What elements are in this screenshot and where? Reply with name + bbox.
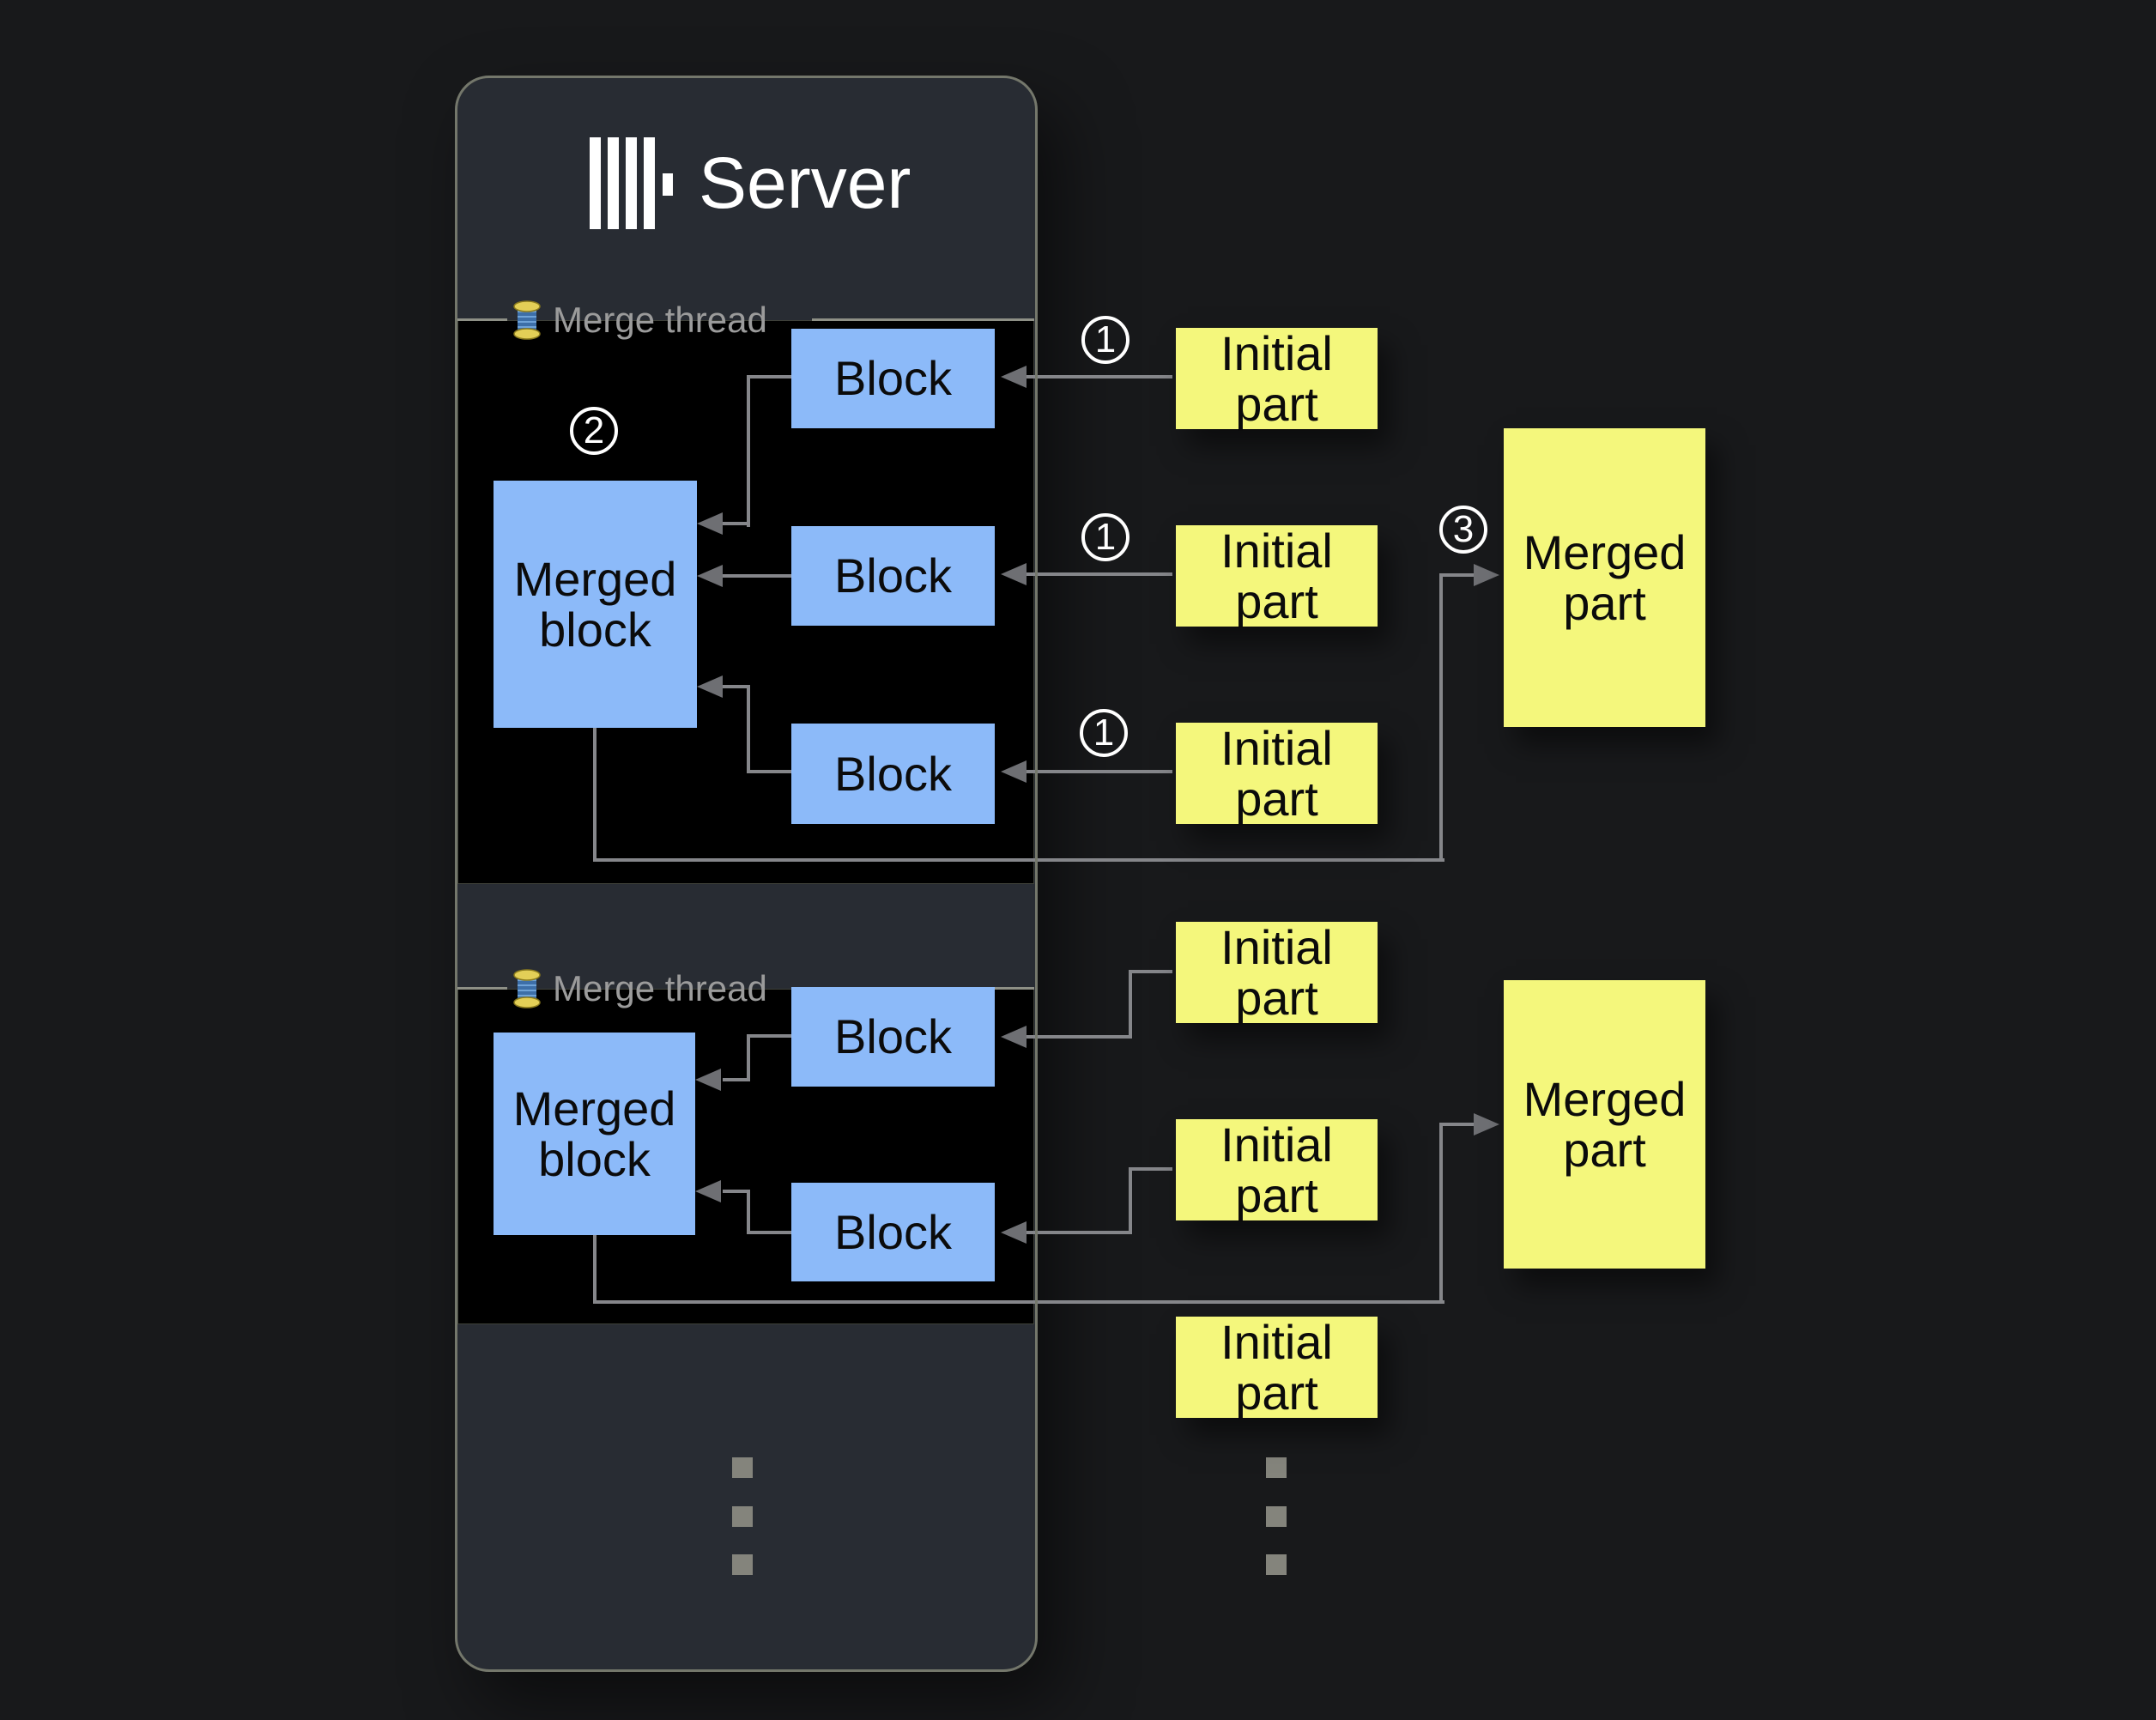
thread-spool-icon xyxy=(513,969,541,1008)
connector-mergedblock1-out xyxy=(593,858,1444,862)
ellipsis-dot xyxy=(732,1554,753,1575)
arrowhead-left-icon xyxy=(1001,1221,1027,1244)
ellipsis-dot xyxy=(1266,1506,1287,1527)
connector-initialpart2a xyxy=(1027,1035,1132,1039)
connector-initialpart2a xyxy=(1130,970,1172,973)
connector-initialpart2b xyxy=(1130,1167,1172,1171)
merged-part-2: Merged part xyxy=(1504,980,1705,1269)
block-1b: Block xyxy=(791,526,995,626)
merge-thread-label-text: Merge thread xyxy=(553,968,767,1008)
connector-mergedblock2-out xyxy=(593,1235,597,1304)
initial-part-2a: Initial part xyxy=(1176,921,1378,1023)
connector-initialpart2b xyxy=(1027,1231,1132,1234)
connector-mergedblock2-out xyxy=(1439,1124,1443,1304)
merge-thread-label-2: Merge thread xyxy=(512,965,767,1013)
arrowhead-right-icon xyxy=(1474,1113,1499,1136)
connector-initialpart2a xyxy=(1129,970,1132,1039)
ellipsis-dot xyxy=(732,1506,753,1527)
step-2-badge: 2 xyxy=(570,407,618,455)
initial-part-1b: Initial part xyxy=(1176,524,1378,627)
connector-block1c xyxy=(723,685,750,688)
thread-spool-icon xyxy=(513,300,541,340)
arrow-initialpart2-to-block xyxy=(1027,572,1172,576)
connector-block1a xyxy=(748,375,791,379)
connector-block2a xyxy=(748,1034,791,1038)
arrowhead-left-icon xyxy=(697,512,723,535)
block-2a: Block xyxy=(791,987,995,1087)
server-header: Server xyxy=(590,136,911,230)
arrowhead-right-icon xyxy=(1474,564,1499,586)
connector-block1c xyxy=(747,687,750,773)
merged-part-1: Merged part xyxy=(1504,428,1705,727)
step-1-badge: 1 xyxy=(1081,316,1129,364)
merged-block-2: Merged block xyxy=(494,1033,695,1235)
arrowhead-left-icon xyxy=(697,675,723,698)
step-1-badge: 1 xyxy=(1080,709,1128,757)
arrowhead-left-icon xyxy=(697,565,723,587)
connector-block2a xyxy=(723,1078,750,1081)
ellipsis-dot xyxy=(1266,1554,1287,1575)
block-1c: Block xyxy=(791,724,995,824)
connector-block2b xyxy=(723,1190,750,1193)
ellipsis-dot xyxy=(732,1457,753,1478)
connector-mergedblock2-out xyxy=(593,1300,1444,1304)
initial-part-2b: Initial part xyxy=(1176,1118,1378,1220)
merged-block-1: Merged block xyxy=(494,481,697,728)
connector-block1a xyxy=(747,375,750,527)
merge-thread-label-text: Merge thread xyxy=(553,300,767,340)
initial-part-1c: Initial part xyxy=(1176,722,1378,824)
merge-thread-label-1: Merge thread xyxy=(512,296,767,344)
section-border-line xyxy=(457,987,507,990)
initial-part-1a: Initial part xyxy=(1176,327,1378,429)
arrowhead-left-icon xyxy=(1001,1026,1027,1048)
clickhouse-logo-icon xyxy=(590,136,673,229)
server-title: Server xyxy=(699,142,911,223)
connector-block2b xyxy=(748,1231,791,1234)
connector-block1b xyxy=(723,574,791,578)
step-1-badge: 1 xyxy=(1081,513,1129,561)
connector-block1a xyxy=(723,522,750,525)
connector-mergedblock2-out xyxy=(1439,1123,1475,1126)
arrowhead-left-icon xyxy=(1001,366,1027,388)
arrowhead-left-icon xyxy=(1001,760,1027,783)
arrow-initialpart1-to-block xyxy=(1027,375,1172,379)
arrowhead-left-icon xyxy=(695,1069,721,1091)
connector-mergedblock1-out xyxy=(1439,575,1443,862)
connector-block1c xyxy=(748,770,791,773)
block-1a: Block xyxy=(791,329,995,428)
connector-mergedblock1-out xyxy=(1439,573,1475,577)
step-3-badge: 3 xyxy=(1439,506,1487,554)
connector-mergedblock1-out xyxy=(593,728,597,862)
section-border-line xyxy=(812,318,1034,321)
arrowhead-left-icon xyxy=(695,1180,721,1202)
arrowhead-left-icon xyxy=(1001,563,1027,585)
ellipsis-dot xyxy=(1266,1457,1287,1478)
arrow-initialpart3-to-block xyxy=(1027,770,1172,773)
connector-initialpart2b xyxy=(1129,1167,1132,1234)
initial-part-2c: Initial part xyxy=(1176,1316,1378,1418)
section-border-line xyxy=(457,318,507,321)
connector-block2b xyxy=(747,1191,750,1234)
block-2b: Block xyxy=(791,1183,995,1281)
connector-block2a xyxy=(747,1034,750,1081)
